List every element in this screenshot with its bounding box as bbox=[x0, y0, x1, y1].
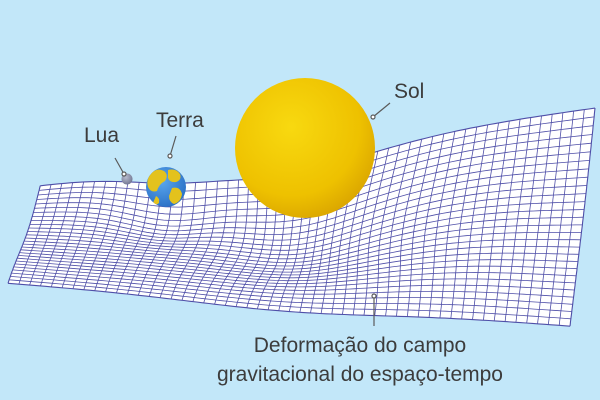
sun-label: Sol bbox=[394, 80, 425, 103]
grid-line bbox=[374, 144, 400, 316]
field-caption-line-1: Deformação do campo bbox=[253, 334, 467, 357]
earth-leader-dot bbox=[167, 153, 173, 159]
grid-line bbox=[170, 181, 207, 300]
grid-line bbox=[235, 177, 269, 307]
grid-line bbox=[363, 148, 390, 316]
grid-line bbox=[558, 109, 585, 326]
grid-line bbox=[224, 178, 260, 306]
grid-line bbox=[72, 181, 106, 289]
grid-line bbox=[417, 133, 445, 318]
grid-line bbox=[483, 120, 510, 321]
grid-line bbox=[18, 184, 52, 285]
grid-line bbox=[537, 112, 564, 324]
field-caption-line-2: gravitacional do espaço-tempo bbox=[216, 363, 503, 386]
grid-line bbox=[515, 115, 542, 323]
earth-leader-line bbox=[169, 135, 177, 157]
grid-line bbox=[342, 154, 368, 315]
grid-line bbox=[439, 129, 467, 318]
grid-line bbox=[159, 182, 196, 298]
grid-line bbox=[406, 136, 434, 317]
grid-line bbox=[83, 181, 118, 290]
grid-line bbox=[493, 119, 521, 321]
sun-leader-line bbox=[372, 102, 391, 118]
earth-label: Terra bbox=[156, 109, 204, 132]
sun-leader-dot bbox=[370, 114, 376, 120]
grid-line bbox=[192, 180, 229, 302]
moon-leader-line bbox=[114, 157, 125, 175]
grid-line bbox=[40, 182, 74, 287]
grid-line bbox=[352, 151, 379, 315]
grid-line bbox=[428, 131, 456, 318]
grid-line bbox=[148, 182, 185, 297]
grid-line bbox=[127, 183, 163, 295]
grid-line bbox=[461, 124, 488, 320]
grid-line bbox=[29, 183, 63, 286]
grid-line bbox=[569, 108, 596, 327]
field-leader-dot bbox=[371, 293, 377, 299]
grid-line bbox=[116, 182, 151, 293]
grid-line bbox=[526, 114, 553, 324]
grid-line bbox=[7, 185, 41, 284]
grid-line bbox=[385, 141, 412, 316]
grid-line bbox=[214, 179, 250, 305]
grid-line bbox=[203, 179, 239, 304]
sun bbox=[235, 78, 375, 218]
grid-line bbox=[246, 176, 279, 308]
spacetime-grid bbox=[7, 107, 596, 327]
grid-line bbox=[472, 122, 499, 320]
earth bbox=[146, 167, 186, 207]
grid-line bbox=[450, 126, 478, 319]
grid-line bbox=[94, 181, 129, 291]
grid-line bbox=[61, 181, 95, 288]
grid-line bbox=[105, 182, 140, 292]
moon-leader-dot bbox=[121, 171, 127, 177]
field-caption: Deformação do campo gravitacional do esp… bbox=[180, 331, 540, 389]
grid-line bbox=[50, 181, 84, 287]
grid-line bbox=[504, 117, 532, 322]
grid-line bbox=[548, 111, 574, 325]
leader-lines bbox=[114, 102, 391, 326]
grid-line bbox=[137, 183, 174, 296]
moon-label: Lua bbox=[84, 124, 120, 147]
grid-line bbox=[396, 139, 423, 317]
grid-line bbox=[181, 181, 218, 301]
